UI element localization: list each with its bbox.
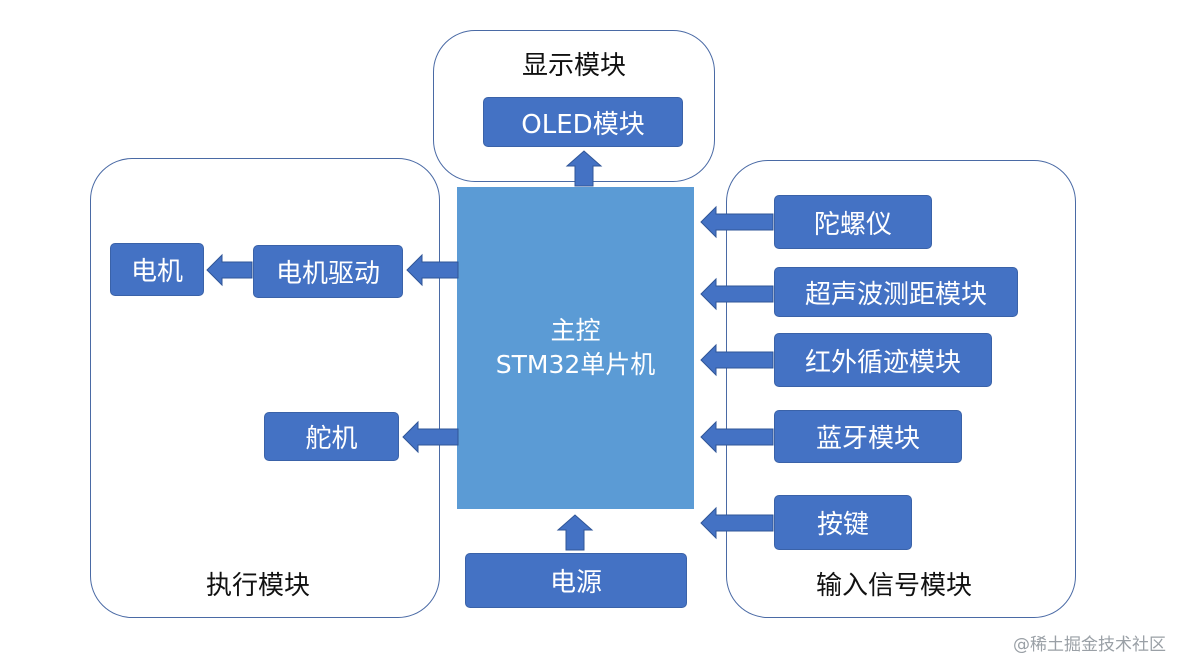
input-item-ir-tracking: 红外循迹模块: [774, 333, 992, 387]
main-controller: 主控 STM32单片机: [457, 187, 694, 509]
arrow-to-servo: [402, 420, 459, 454]
power-supply: 电源: [465, 553, 687, 608]
input-item-bluetooth: 蓝牙模块: [774, 410, 962, 463]
arrow-to-oled: [565, 150, 603, 187]
oled-module: OLED模块: [483, 97, 683, 147]
arrow-to-motor-driver: [406, 253, 459, 287]
input-item-ultrasonic: 超声波测距模块: [774, 267, 1018, 317]
arrow-from-bluetooth: [700, 420, 774, 454]
exec-group: [90, 158, 440, 618]
arrow-from-ir-tracking: [700, 343, 774, 377]
motor-driver: 电机驱动: [253, 245, 403, 298]
motor: 电机: [110, 243, 204, 296]
main-controller-line2: STM32单片机: [495, 350, 656, 379]
arrow-from-ultrasonic: [700, 277, 774, 311]
input-item-button: 按键: [774, 495, 912, 550]
watermark: @稀土掘金技术社区: [1013, 635, 1166, 655]
arrow-from-power: [556, 514, 594, 551]
display-group-title: 显示模块: [522, 51, 627, 81]
arrow-to-motor: [206, 253, 253, 287]
input-group-title: 输入信号模块: [816, 571, 973, 601]
arrow-from-gyroscope: [700, 205, 774, 239]
servo: 舵机: [264, 412, 399, 461]
arrow-from-button: [700, 506, 774, 540]
exec-group-title: 执行模块: [206, 571, 311, 601]
main-controller-line1: 主控: [550, 316, 601, 345]
input-item-gyroscope: 陀螺仪: [774, 195, 932, 249]
